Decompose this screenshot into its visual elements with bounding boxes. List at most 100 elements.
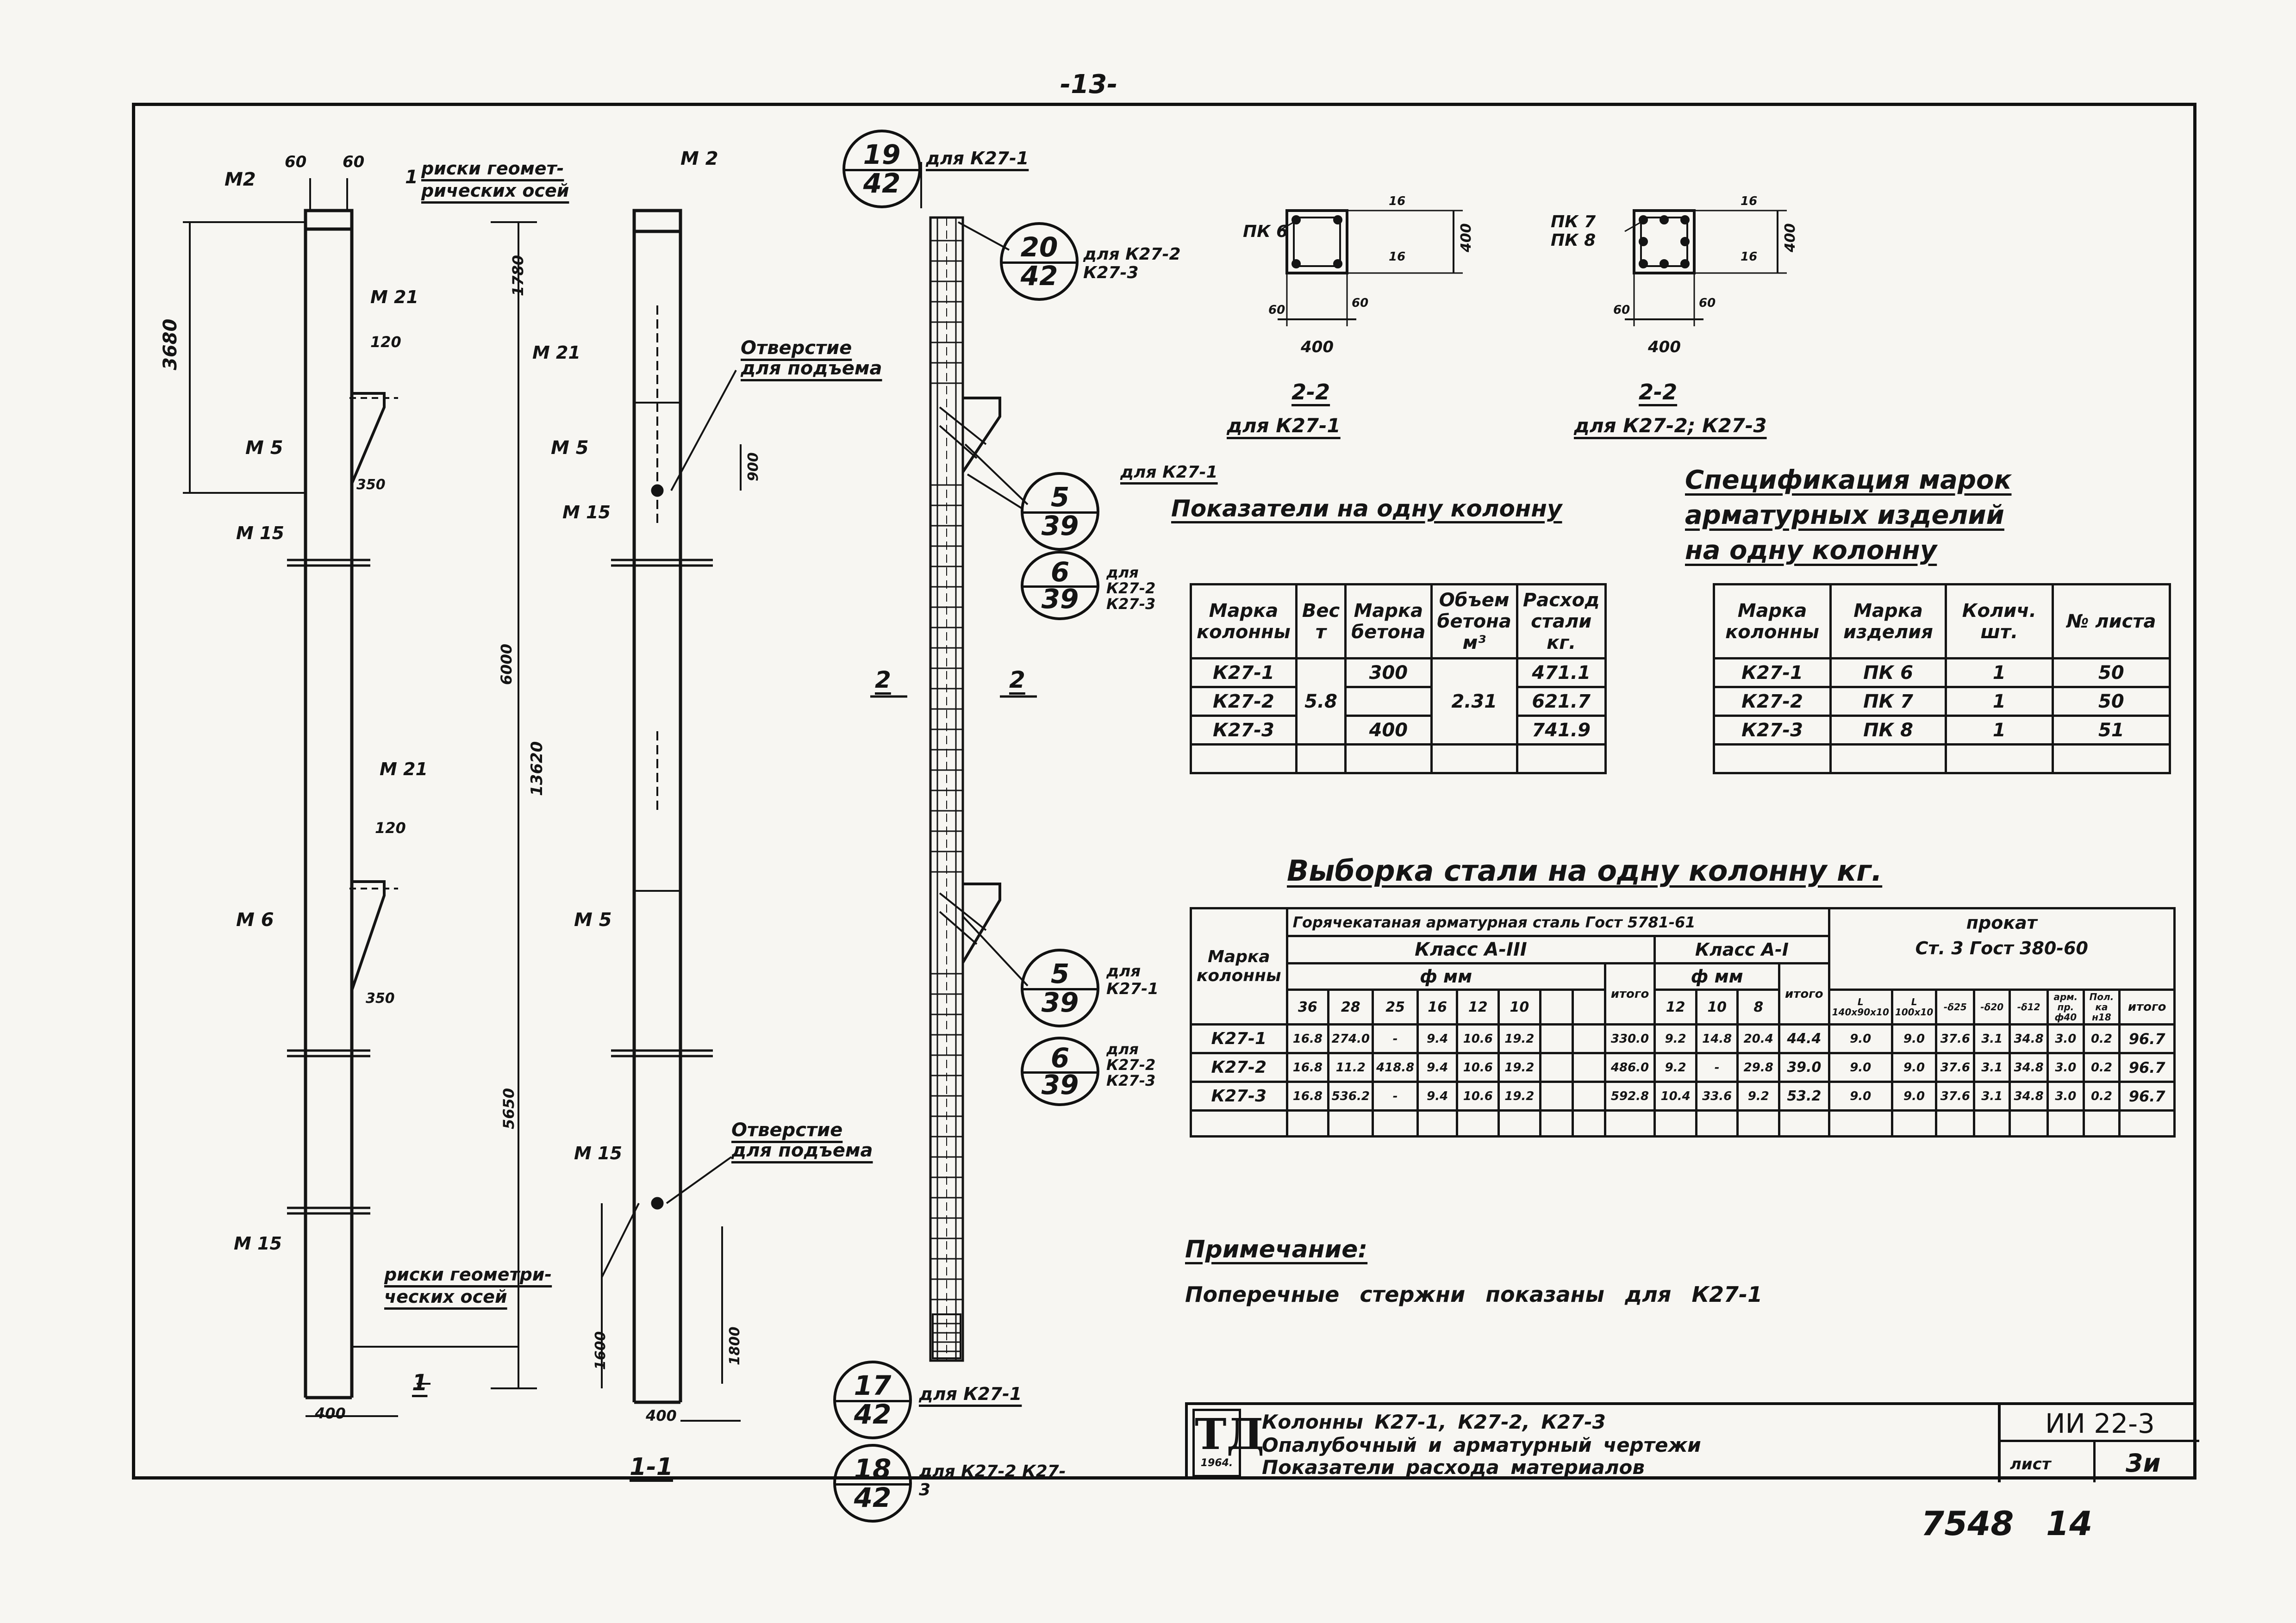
steel-cell: 9.2 xyxy=(1653,1023,1697,1054)
spec-r2-qty: 1 xyxy=(1944,715,2054,746)
steel-h-st: Ст. 3 Гост 380-60 xyxy=(1828,936,2176,991)
ind-h-volume: Объем бетона м³ xyxy=(1430,583,1518,659)
callout-note-3: для К27-1 xyxy=(1120,463,1218,482)
spec-h-sheet: № листа xyxy=(2051,583,2171,659)
steel-cell: 9.0 xyxy=(1890,1081,1938,1112)
steel-cell: 16.8 xyxy=(1285,1081,1330,1112)
code-cell: ИИ 22-3 xyxy=(1998,1405,2199,1442)
steel-cell: 19.2 xyxy=(1497,1052,1541,1083)
ind-r2-steel: 741.9 xyxy=(1516,715,1607,746)
steel-cell: 29.8 xyxy=(1736,1052,1781,1083)
steel-cell: 0.2 xyxy=(2082,1052,2121,1083)
steel-cell: 536.2 xyxy=(1327,1081,1374,1112)
steel-cell: 33.6 xyxy=(1695,1081,1739,1112)
spec-r1-mark: К27-2 xyxy=(1712,686,1832,717)
steel-subp-col: -δ25 xyxy=(1935,989,1976,1026)
cut-2-left: 2 xyxy=(875,666,891,693)
sec-a-title: 2-2 xyxy=(1292,379,1330,404)
label-m15-c: M 15 xyxy=(562,502,611,522)
ind-r2-volume xyxy=(1430,715,1518,746)
callout-sheet: 42 xyxy=(854,1482,892,1513)
steel-cell: 37.6 xyxy=(1935,1023,1976,1054)
steel-cell-mark: К27-2 xyxy=(1190,1052,1288,1083)
steel-cell: - xyxy=(1372,1081,1419,1112)
cage-label-b: ПК 7 ПК 8 xyxy=(1551,212,1596,250)
steel-h-class1: Класс А-I xyxy=(1653,935,1830,964)
steel-h-hot: Горячекатаная арматурная сталь Гост 5781… xyxy=(1285,907,1830,937)
steel-cell: 9.0 xyxy=(1828,1023,1893,1054)
steel-empty-cell xyxy=(1416,1109,1459,1138)
steel-empty-cell xyxy=(1695,1109,1739,1138)
section-label-1-1: 1-1 xyxy=(630,1453,673,1481)
spec-r2-mark: К27-3 xyxy=(1712,715,1832,746)
steel-cell: 9.0 xyxy=(1890,1052,1938,1083)
steel-h-mark: Марка колонны xyxy=(1190,907,1288,1026)
steel-cell-total3: 592.8 xyxy=(1603,1081,1656,1112)
steel-title: Выборка стали на одну колонну кг. xyxy=(1287,854,1883,888)
steel-cell: 16.8 xyxy=(1285,1052,1330,1083)
steel-cell-totalp: 96.7 xyxy=(2118,1081,2176,1112)
sheet-number: 3и xyxy=(2126,1449,2161,1478)
steel-empty-cell xyxy=(1653,1109,1697,1138)
sec-b-w: 400 xyxy=(1648,338,1681,356)
steel-cell-total1: 39.0 xyxy=(1778,1052,1830,1083)
steel-cell: 10.6 xyxy=(1456,1081,1500,1112)
steel-subp-col: -δ12 xyxy=(2009,989,2049,1026)
steel-cell: 34.8 xyxy=(2009,1023,2049,1054)
dim-400-a: 400 xyxy=(315,1405,346,1422)
steel-cell: 19.2 xyxy=(1497,1081,1541,1112)
steel-cell xyxy=(1571,1052,1606,1083)
spec-r2-sheet: 51 xyxy=(2051,715,2171,746)
steel-sub3-col xyxy=(1571,989,1606,1026)
break-marks xyxy=(287,559,713,1215)
steel-empty-cell xyxy=(1973,1109,2011,1138)
steel-empty-cell xyxy=(1828,1109,1893,1138)
label-m5-b: M 5 xyxy=(551,437,589,459)
steel-cell xyxy=(1571,1023,1606,1054)
spec-r0-qty: 1 xyxy=(1944,657,2054,688)
label-risk-bottom: риски геометри- ческих осей xyxy=(384,1263,552,1308)
steel-cell: 3.0 xyxy=(2046,1081,2085,1112)
steel-cell: 10.4 xyxy=(1653,1081,1697,1112)
callout-sheet: 42 xyxy=(863,168,901,199)
callout-num: 18 xyxy=(854,1453,892,1485)
steel-h-phi3: ф мм xyxy=(1285,962,1606,991)
steel-empty-cell xyxy=(1372,1109,1419,1138)
steel-cell: 19.2 xyxy=(1497,1023,1541,1054)
ind-h-steel: Расход стали кг. xyxy=(1516,583,1607,659)
steel-cell: 14.8 xyxy=(1695,1023,1739,1054)
callout-sheet: 42 xyxy=(854,1399,892,1430)
dim-350-a: 350 xyxy=(356,477,386,493)
ind-r0-volume xyxy=(1430,657,1518,687)
dim-6000: 6000 xyxy=(498,643,515,685)
steel-cell: - xyxy=(1372,1023,1419,1054)
sheet-divider xyxy=(2093,1442,2096,1482)
logo-text: ТД xyxy=(1195,1409,1265,1459)
ind-r2-concrete: 400 xyxy=(1344,715,1433,746)
spec-table: Марка колонны Марка изделия Колич. шт. №… xyxy=(1712,583,2171,774)
title-line-3: Показатели расхода материалов xyxy=(1262,1456,1645,1479)
sec-a-c1: 60 xyxy=(1268,303,1285,317)
dim-900: 900 xyxy=(745,452,761,481)
reinforcement-cage xyxy=(929,216,1029,1362)
ind-r1-volume: 2.31 xyxy=(1430,687,1518,716)
spec-title-3: на одну колонну xyxy=(1685,535,1937,566)
logo-box: ТД 1964. xyxy=(1192,1409,1265,1477)
steel-cell xyxy=(1539,1023,1574,1054)
steel-cell: 9.0 xyxy=(1828,1052,1893,1083)
steel-empty-cell xyxy=(1327,1109,1374,1138)
label-m21-c: M 21 xyxy=(532,342,580,363)
callout-num: 19 xyxy=(863,139,901,170)
title-line-1: Колонны К27-1, К27-2, К27-3 xyxy=(1262,1411,1606,1433)
spec-r0-sheet: 50 xyxy=(2051,657,2171,688)
spec-title-2: арматурных изделий xyxy=(1685,500,2004,530)
steel-sub3-col: 25 xyxy=(1372,989,1419,1026)
steel-cell: 37.6 xyxy=(1935,1081,1976,1112)
callout-sheet: 39 xyxy=(1041,987,1079,1018)
steel-h-totalp: итого xyxy=(2118,989,2176,1026)
steel-sub1-col: 8 xyxy=(1736,989,1781,1026)
